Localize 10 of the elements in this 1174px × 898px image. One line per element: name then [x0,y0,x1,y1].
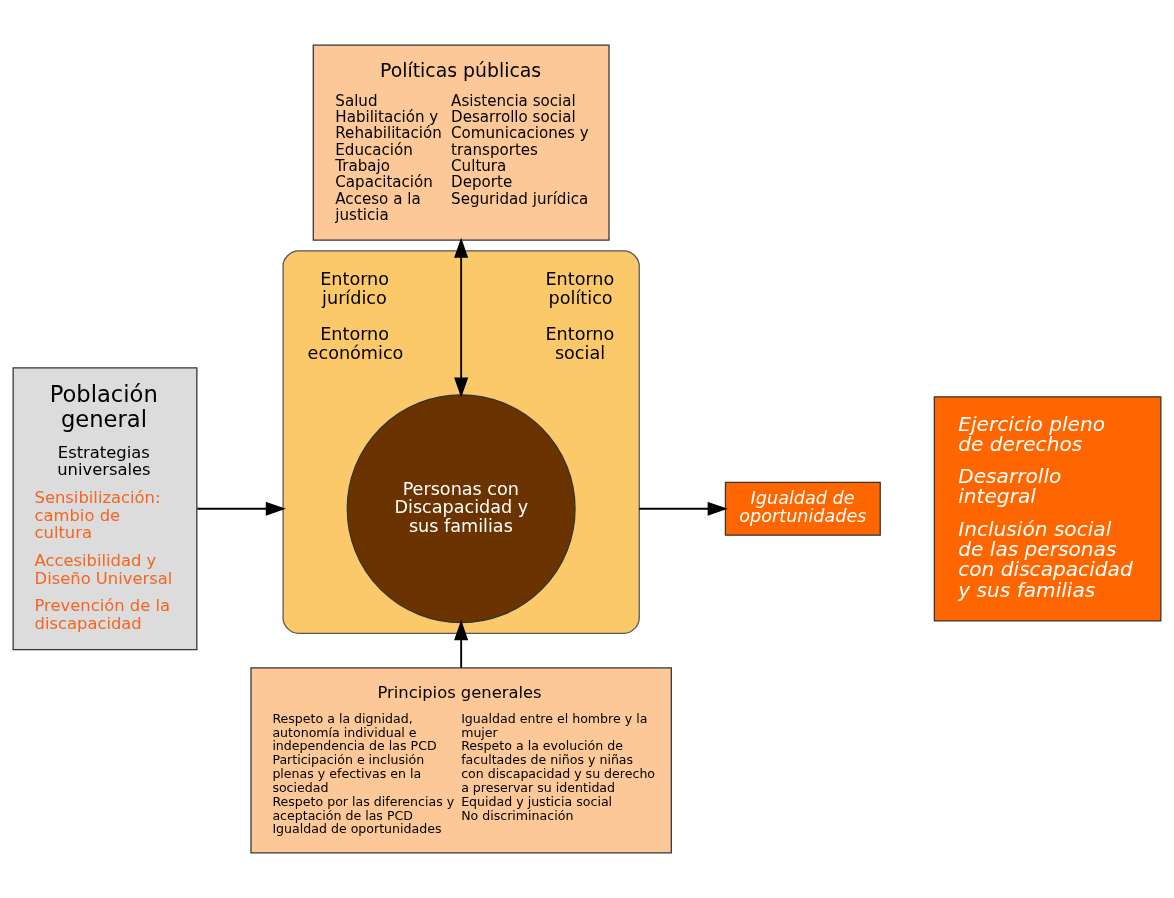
arrow [638,501,728,516]
node-box: Ejercicio pleno de derechos Desarrollo integral Inclusión social de las personas con discapacidad y sus familias [933,396,1162,622]
node-box: Políticas públicas Salud Habilitación y Rehabilitación Educación Trabajo Capacitación Acceso a la justicia Asistencia social Desarrollo social Comunicaciones y transportes Cultura Deporte Seguridad jurídica [312,44,610,241]
arrow [196,501,286,516]
node-circle: Personas con Discapacidad y sus familias [346,394,576,624]
node-box: Población general Estrategias universales Sensibilización: cambio de cultura Accesibilidad y Diseño Universal Prevención de la discapacidad [12,367,198,651]
arrow [454,620,469,669]
node-box: Principios generales Respeto a la dignidad, autonomía individual e independencia de las PCD Participación e inclusión plenas y efectivas en la sociedad Respeto por las diferencias y aceptación de las PCD Igualdad de oportunidades Igualdad entre el hombre y la mujer Respeto a la evolución de facultades de niños y niñas con discapacidad y su derecho a preservar su identidad Equidad y justicia social No discriminación [250,667,672,854]
arrow [454,237,469,398]
node-box: Igualdad de oportunidades [724,481,881,536]
